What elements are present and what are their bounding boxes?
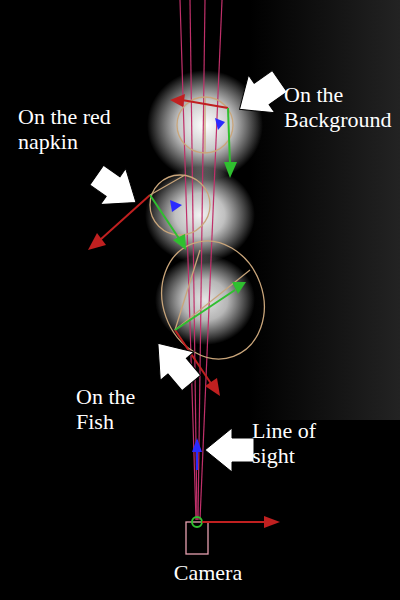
light-gizmos [145, 97, 280, 373]
callout-label: On the Background [284, 82, 396, 133]
callout-label: On the red napkin [18, 104, 130, 155]
light-glow [145, 167, 255, 263]
camera-icon [186, 516, 280, 554]
background-haze [250, 0, 400, 420]
callout-label: Line of sight [252, 418, 352, 469]
callout-label: On the Fish [76, 384, 166, 435]
callout-arrows [84, 62, 293, 472]
light-glow [155, 255, 255, 345]
camera-label: Camera [148, 560, 268, 585]
